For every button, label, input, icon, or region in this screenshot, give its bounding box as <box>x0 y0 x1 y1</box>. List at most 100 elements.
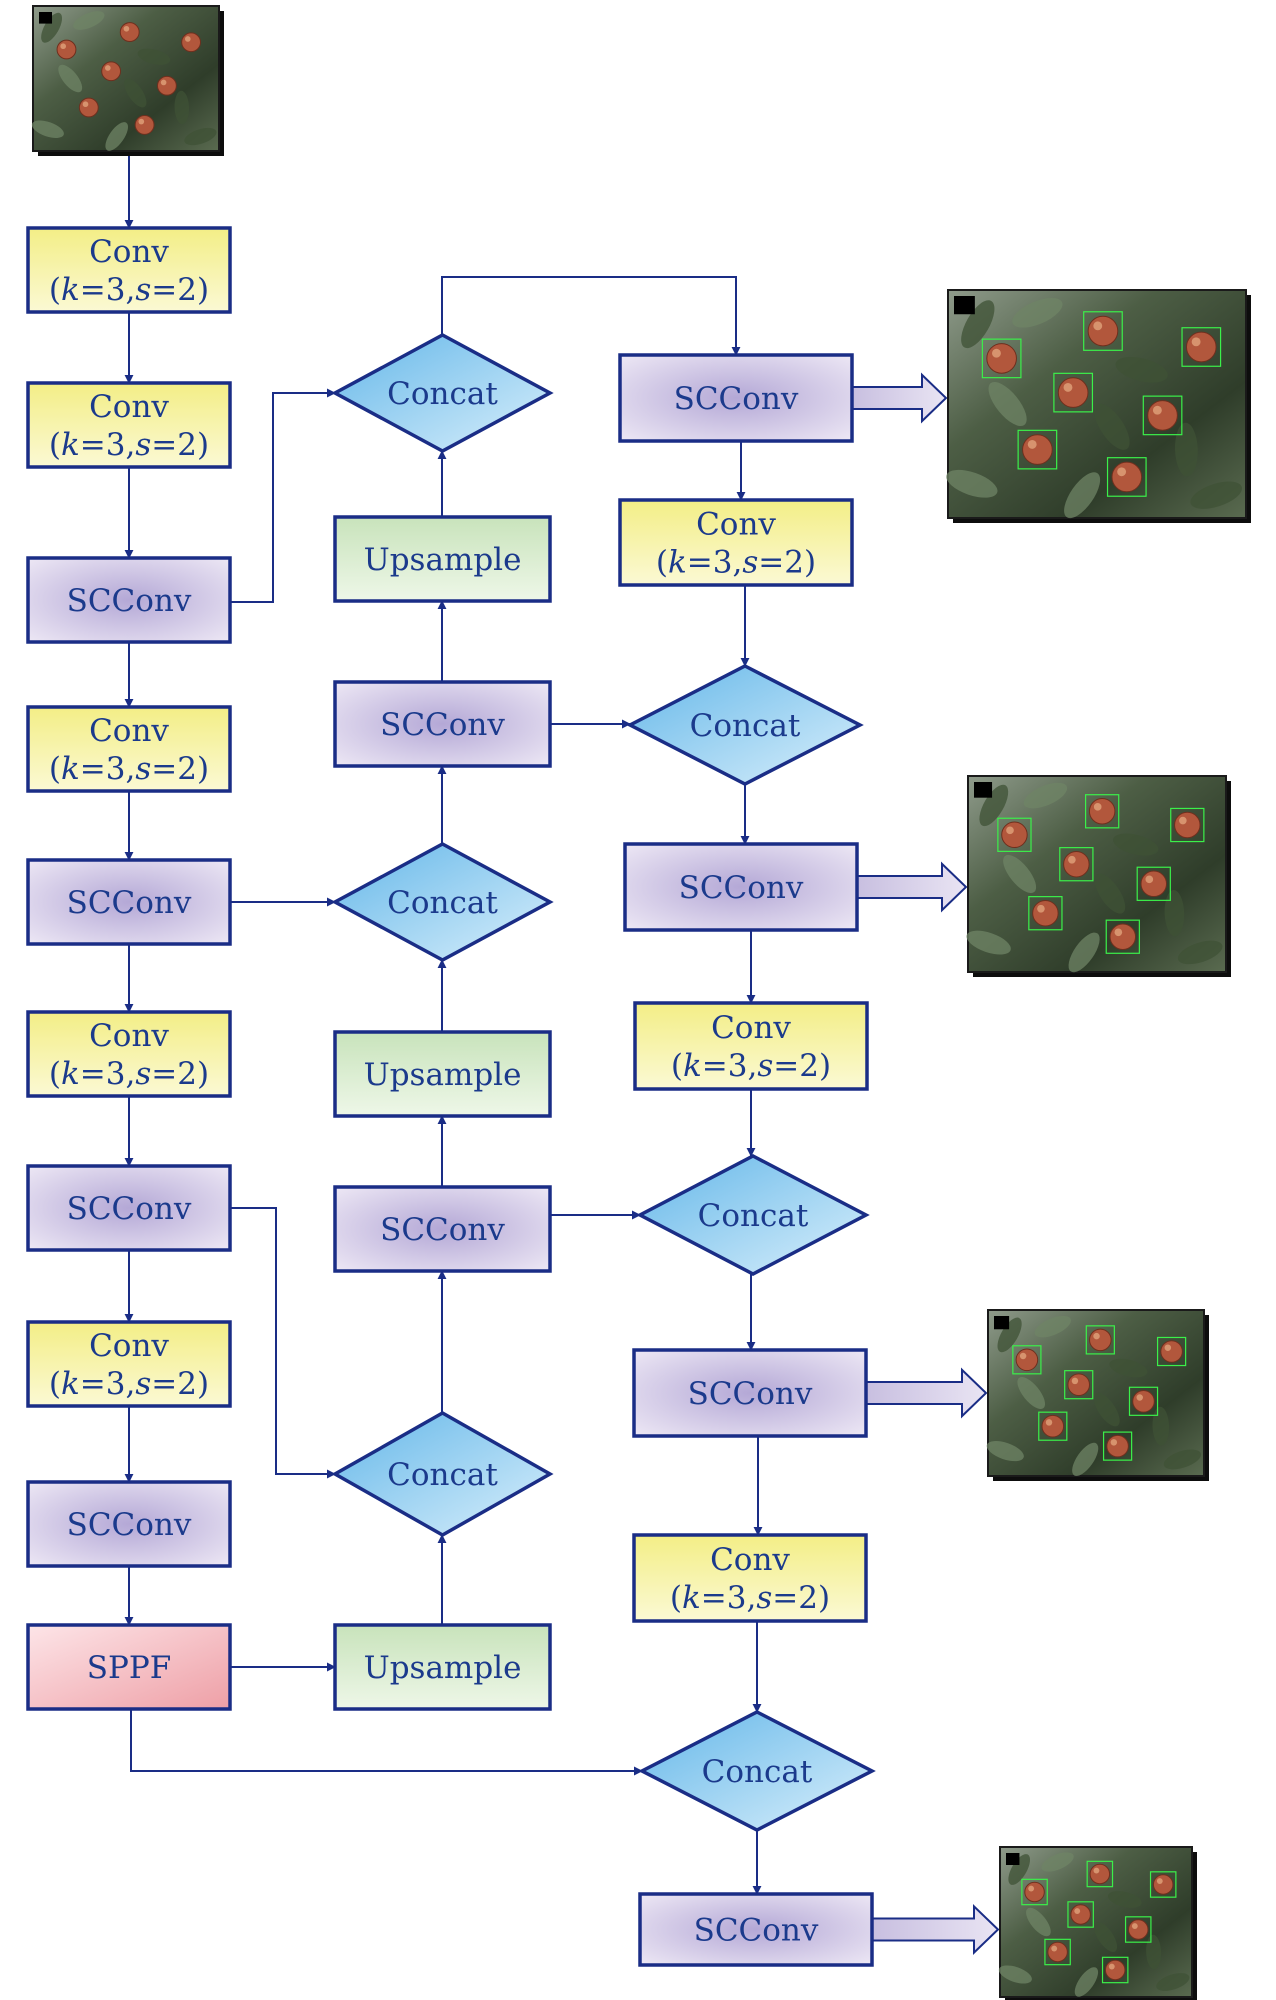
sppf-node-b10: SPPF <box>26 1623 232 1711</box>
param-symbol: s <box>757 1048 773 1084</box>
param-symbol: = <box>80 751 106 787</box>
sppf-box <box>26 1623 232 1711</box>
node-params: (k=3,s=2) <box>670 1580 830 1616</box>
scconv-node-b9: SCConv <box>26 1480 232 1568</box>
output-arrow-h4 <box>856 861 968 913</box>
edge-b3-to-n1 <box>230 388 336 603</box>
node-label: Concat <box>387 376 498 412</box>
node-label: SCConv <box>67 1507 192 1543</box>
param-symbol: = <box>80 1366 106 1402</box>
concat-node-n4: Concat <box>331 842 554 962</box>
param-symbol: = <box>772 1580 798 1616</box>
node-label: Concat <box>690 708 801 744</box>
node-label: Conv <box>696 507 776 543</box>
concat-node-n1: Concat <box>331 333 554 453</box>
node-label: Upsample <box>364 1650 522 1686</box>
param-symbol: s <box>135 427 151 463</box>
concat-diamond <box>626 664 864 786</box>
param-symbol: k <box>668 545 687 581</box>
param-symbol: = <box>773 1048 799 1084</box>
param-value: 2 <box>177 1056 197 1092</box>
concat-diamond <box>636 1154 870 1276</box>
param-symbol: s <box>135 1366 151 1402</box>
scconv-box <box>26 556 232 644</box>
param-symbol: = <box>151 1366 177 1402</box>
param-symbol: ) <box>197 272 209 308</box>
param-symbol: , <box>747 1580 757 1616</box>
param-symbol: , <box>748 1048 758 1084</box>
param-symbol: = <box>701 1580 727 1616</box>
conv-node-h5: Conv(k=3,s=2) <box>633 1001 869 1091</box>
node-params: (k=3,s=2) <box>49 1366 209 1402</box>
param-value: 2 <box>177 272 197 308</box>
detection-result-photo-output-2 <box>966 775 1231 977</box>
param-symbol: , <box>126 272 136 308</box>
detection-result-photo-output-4 <box>998 1846 1197 2000</box>
detection-result-photo-output-1 <box>946 289 1251 523</box>
node-params: (k=3,s=2) <box>49 427 209 463</box>
node-label: Concat <box>698 1198 809 1234</box>
concat-diamond <box>331 1410 554 1538</box>
output-arrow-h7 <box>865 1367 988 1419</box>
param-symbol: s <box>135 1056 151 1092</box>
conv-box <box>26 1010 232 1098</box>
scconv-box <box>333 680 552 768</box>
scconv-box <box>26 1164 232 1252</box>
conv-box <box>26 705 232 793</box>
node-label: SCConv <box>380 707 505 743</box>
param-value: 2 <box>177 1366 197 1402</box>
param-value: 2 <box>177 427 197 463</box>
node-label: Conv <box>89 713 169 749</box>
input-apple-tree-photo <box>31 5 224 156</box>
scconv-node-h1: SCConv <box>618 353 854 443</box>
node-label: SCConv <box>674 381 799 417</box>
node-label: Conv <box>89 1018 169 1054</box>
conv-box <box>632 1533 868 1623</box>
scconv-node-b7: SCConv <box>26 1164 232 1252</box>
node-label: Concat <box>702 1754 813 1790</box>
param-symbol: s <box>742 545 758 581</box>
node-label: Concat <box>387 1457 498 1493</box>
param-symbol: = <box>80 1056 106 1092</box>
param-symbol: s <box>756 1580 772 1616</box>
output-arrow-h1 <box>851 372 948 424</box>
concat-diamond <box>331 842 554 962</box>
conv-node-b2: Conv(k=3,s=2) <box>26 381 232 469</box>
upsample-box <box>333 515 552 603</box>
upsample-box <box>333 1030 552 1118</box>
upsample-node-n5: Upsample <box>333 1030 552 1118</box>
scconv-box <box>26 1480 232 1568</box>
param-symbol: ( <box>49 751 61 787</box>
param-symbol: k <box>61 427 80 463</box>
output-arrow-h10 <box>871 1904 1000 1955</box>
param-symbol: , <box>126 427 136 463</box>
scconv-node-h7: SCConv <box>632 1348 868 1438</box>
scconv-node-n6: SCConv <box>333 1185 552 1273</box>
param-symbol: ( <box>670 1580 682 1616</box>
conv-box <box>618 498 854 587</box>
node-layer: Conv(k=3,s=2)Conv(k=3,s=2)SCConvConv(k=3… <box>26 226 876 1967</box>
node-label: SCConv <box>67 583 192 619</box>
param-symbol: k <box>61 272 80 308</box>
param-symbol: = <box>758 545 784 581</box>
upsample-node-n2: Upsample <box>333 515 552 603</box>
param-symbol: = <box>80 427 106 463</box>
detection-result-photo-output-3 <box>986 1309 1209 1481</box>
scconv-node-b5: SCConv <box>26 858 232 946</box>
param-symbol: , <box>126 751 136 787</box>
param-symbol: ) <box>197 1056 209 1092</box>
scconv-box <box>618 353 854 443</box>
scconv-node-b3: SCConv <box>26 556 232 644</box>
conv-node-h8: Conv(k=3,s=2) <box>632 1533 868 1623</box>
node-label: Conv <box>711 1010 791 1046</box>
scconv-node-h4: SCConv <box>623 842 859 932</box>
param-symbol: ( <box>49 1366 61 1402</box>
param-value: 2 <box>784 545 804 581</box>
scconv-node-h10: SCConv <box>638 1892 874 1967</box>
param-symbol: ( <box>656 545 668 581</box>
param-symbol: ) <box>818 1580 830 1616</box>
node-label: Conv <box>710 1542 790 1578</box>
node-label: SCConv <box>694 1913 819 1949</box>
param-symbol: ( <box>49 272 61 308</box>
param-value: 3 <box>713 545 733 581</box>
